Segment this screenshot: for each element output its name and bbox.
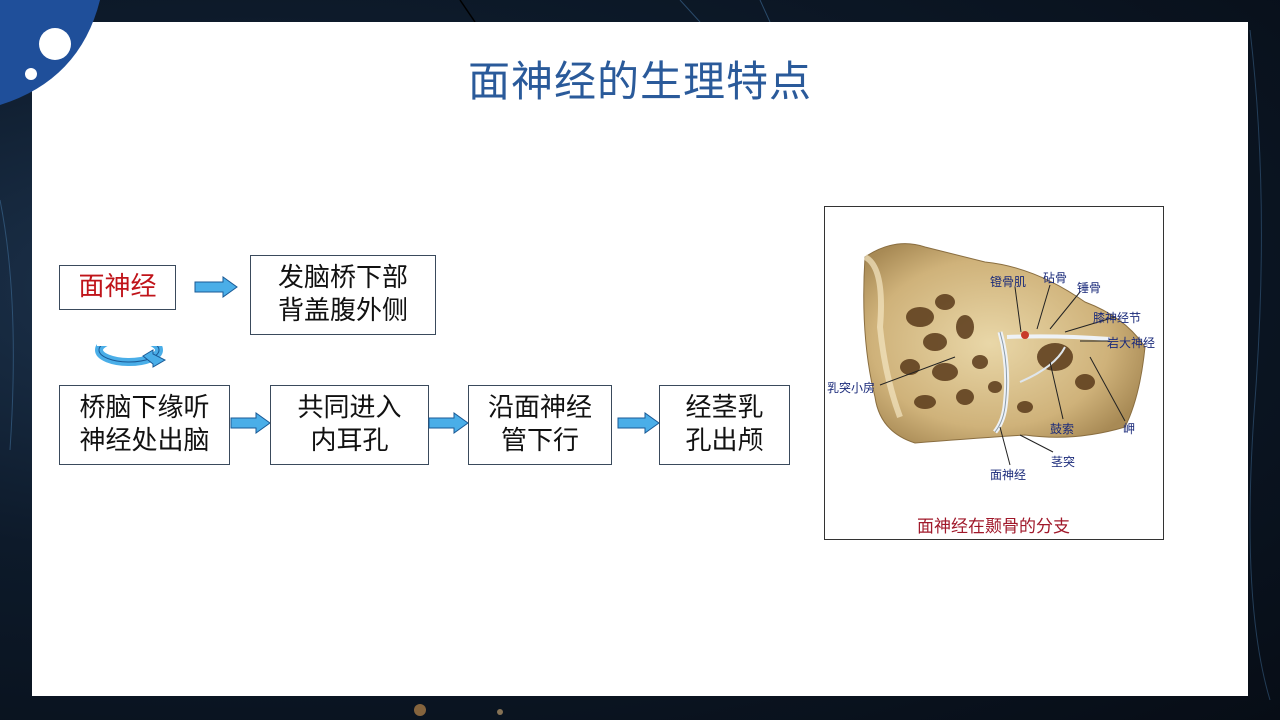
label-incus: 砧骨	[1043, 271, 1068, 285]
label-malleus: 锤骨	[1077, 281, 1102, 295]
label-greater-petrosal: 岩大神经	[1107, 336, 1156, 350]
label-stapedius: 镫骨肌	[990, 275, 1027, 289]
right-arrow-icon	[230, 412, 271, 434]
curved-arrow-icon	[95, 334, 167, 368]
facial-nerve-box: 面神经	[59, 265, 176, 310]
right-arrow-icon	[617, 412, 660, 434]
right-arrow-icon	[428, 412, 469, 434]
flow-step-internal-meatus: 共同进入 内耳孔	[270, 385, 429, 465]
label-chorda-tympani: 鼓索	[1050, 422, 1075, 436]
page-title: 面神经的生理特点	[467, 57, 812, 106]
flow-step-canal: 沿面神经 管下行	[468, 385, 612, 465]
origin-box: 发脑桥下部 背盖腹外侧	[250, 255, 436, 335]
label-facial-nerve: 面神经	[990, 468, 1027, 482]
label-styloid: 茎突	[1051, 455, 1076, 469]
label-geniculate-ganglion: 膝神经节	[1093, 311, 1142, 325]
figure-caption: 面神经在颞骨的分支	[917, 517, 1070, 537]
temporal-bone-figure: 镫骨肌 砧骨 锤骨 膝神经节 岩大神经 乳突小房 鼓索 岬 茎突 面神经 面神经…	[824, 206, 1164, 540]
flow-step-exit-brain: 桥脑下缘听 神经处出脑	[59, 385, 230, 465]
label-promontory: 岬	[1123, 422, 1136, 436]
temporal-bone-illustration	[863, 243, 1146, 466]
corner-logo-icon	[0, 0, 100, 105]
right-arrow-icon	[194, 276, 238, 298]
label-mastoid-cells: 乳突小房	[827, 381, 876, 395]
flow-step-foramen: 经茎乳 孔出颅	[659, 385, 790, 465]
